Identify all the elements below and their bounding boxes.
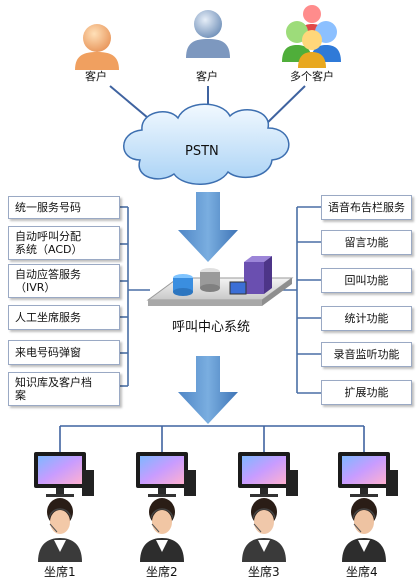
- computer-icon: [136, 452, 196, 497]
- agent-label-3: 坐席3: [248, 565, 280, 579]
- person-orange-icon: [75, 24, 119, 70]
- right-function-4: 统计功能: [321, 306, 412, 331]
- computers: [34, 452, 398, 497]
- server-platform-icon: [146, 256, 294, 306]
- agent-label-1: 坐席1: [44, 565, 76, 579]
- pstn-label: PSTN: [185, 144, 219, 159]
- agent-person-icon: [38, 498, 82, 562]
- left-bracket: [120, 206, 150, 387]
- left-function-5: 来电号码弹窗: [8, 340, 120, 365]
- agent-person-icon: [140, 498, 184, 562]
- right-function-2: 留言功能: [321, 230, 412, 255]
- agent-person-icon: [342, 498, 386, 562]
- right-function-1: 语音布告栏服务: [321, 195, 412, 220]
- person-blue-icon: [186, 10, 230, 58]
- customer-label-2: 客户: [196, 70, 218, 83]
- right-function-3: 回叫功能: [321, 268, 412, 293]
- left-function-6: 知识库及客户档 案: [8, 372, 120, 406]
- call-center-label: 呼叫中心系统: [172, 320, 251, 335]
- group-people-icon: [282, 5, 341, 68]
- cloud-icon: [123, 103, 290, 185]
- right-function-6: 扩展功能: [321, 380, 412, 405]
- right-function-5: 录音监听功能: [321, 342, 412, 367]
- left-function-4: 人工坐席服务: [8, 305, 120, 330]
- arrow-down-icon: [178, 192, 238, 262]
- agent-label-4: 坐席4: [346, 565, 378, 579]
- agent-person-icon: [242, 498, 286, 562]
- left-function-3: 自动应答服务 （IVR）: [8, 264, 120, 298]
- customer-label-3: 多个客户: [290, 70, 334, 83]
- agents: [38, 498, 386, 562]
- left-function-1: 统一服务号码: [8, 196, 120, 219]
- agent-links: [59, 425, 365, 452]
- arrow-down-icon: [178, 356, 238, 424]
- left-function-2: 自动呼叫分配 系统（ACD）: [8, 226, 120, 260]
- customer-label-1: 客户: [85, 70, 107, 83]
- right-bracket: [278, 206, 321, 394]
- agent-label-2: 坐席2: [146, 565, 178, 579]
- computer-icon: [34, 452, 94, 497]
- computer-icon: [238, 452, 298, 497]
- computer-icon: [338, 452, 398, 497]
